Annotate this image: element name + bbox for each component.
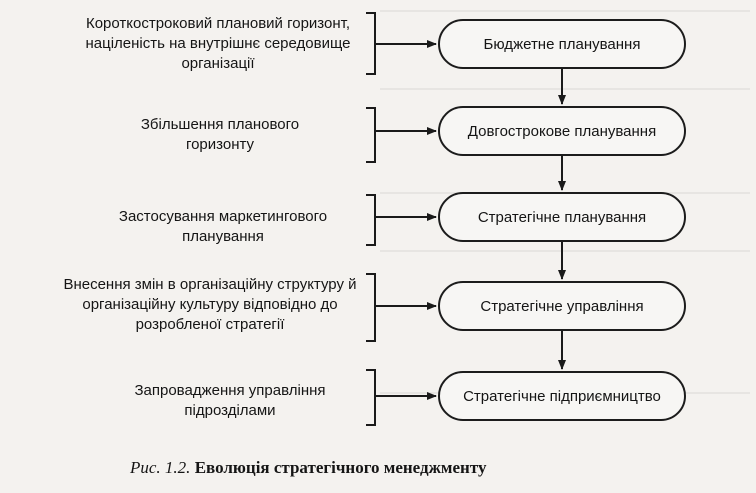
figure-title: Еволюція стратегічного менеджменту [194,458,487,477]
factor-label-division-management: Запровадження управління підрозділами [134,382,326,419]
bleed-through-text [380,250,750,252]
bracket-2 [366,107,376,163]
stage-strategic-management: Стратегічне управління [438,281,686,331]
bracket-4 [366,273,376,342]
stage-long-term-planning: Довгострокове планування [438,106,686,156]
factor-label-marketing: Застосування маркетингового планування [118,208,328,245]
factor-label-short-horizon: Короткостроковий плановий горизонт, наці… [85,15,351,72]
bleed-through-text [380,88,750,90]
bracket-5 [366,369,376,426]
factor-label-org-change: Внесення змін в організаційну структуру … [63,276,357,333]
stage-strategic-planning: Стратегічне планування [438,192,686,242]
stage-strategic-entrepreneurship: Стратегічне підприємництво [438,371,686,421]
bleed-through-text [380,10,750,12]
figure-number: Рис. 1.2. [130,458,191,477]
figure-caption: Рис. 1.2. Еволюція стратегічного менеджм… [130,458,486,478]
stage-budget-planning: Бюджетне планування [438,19,686,69]
factor-label-extend-horizon: Збільшення планового горизонту [140,116,300,153]
bracket-3 [366,194,376,246]
bracket-1 [366,12,376,75]
